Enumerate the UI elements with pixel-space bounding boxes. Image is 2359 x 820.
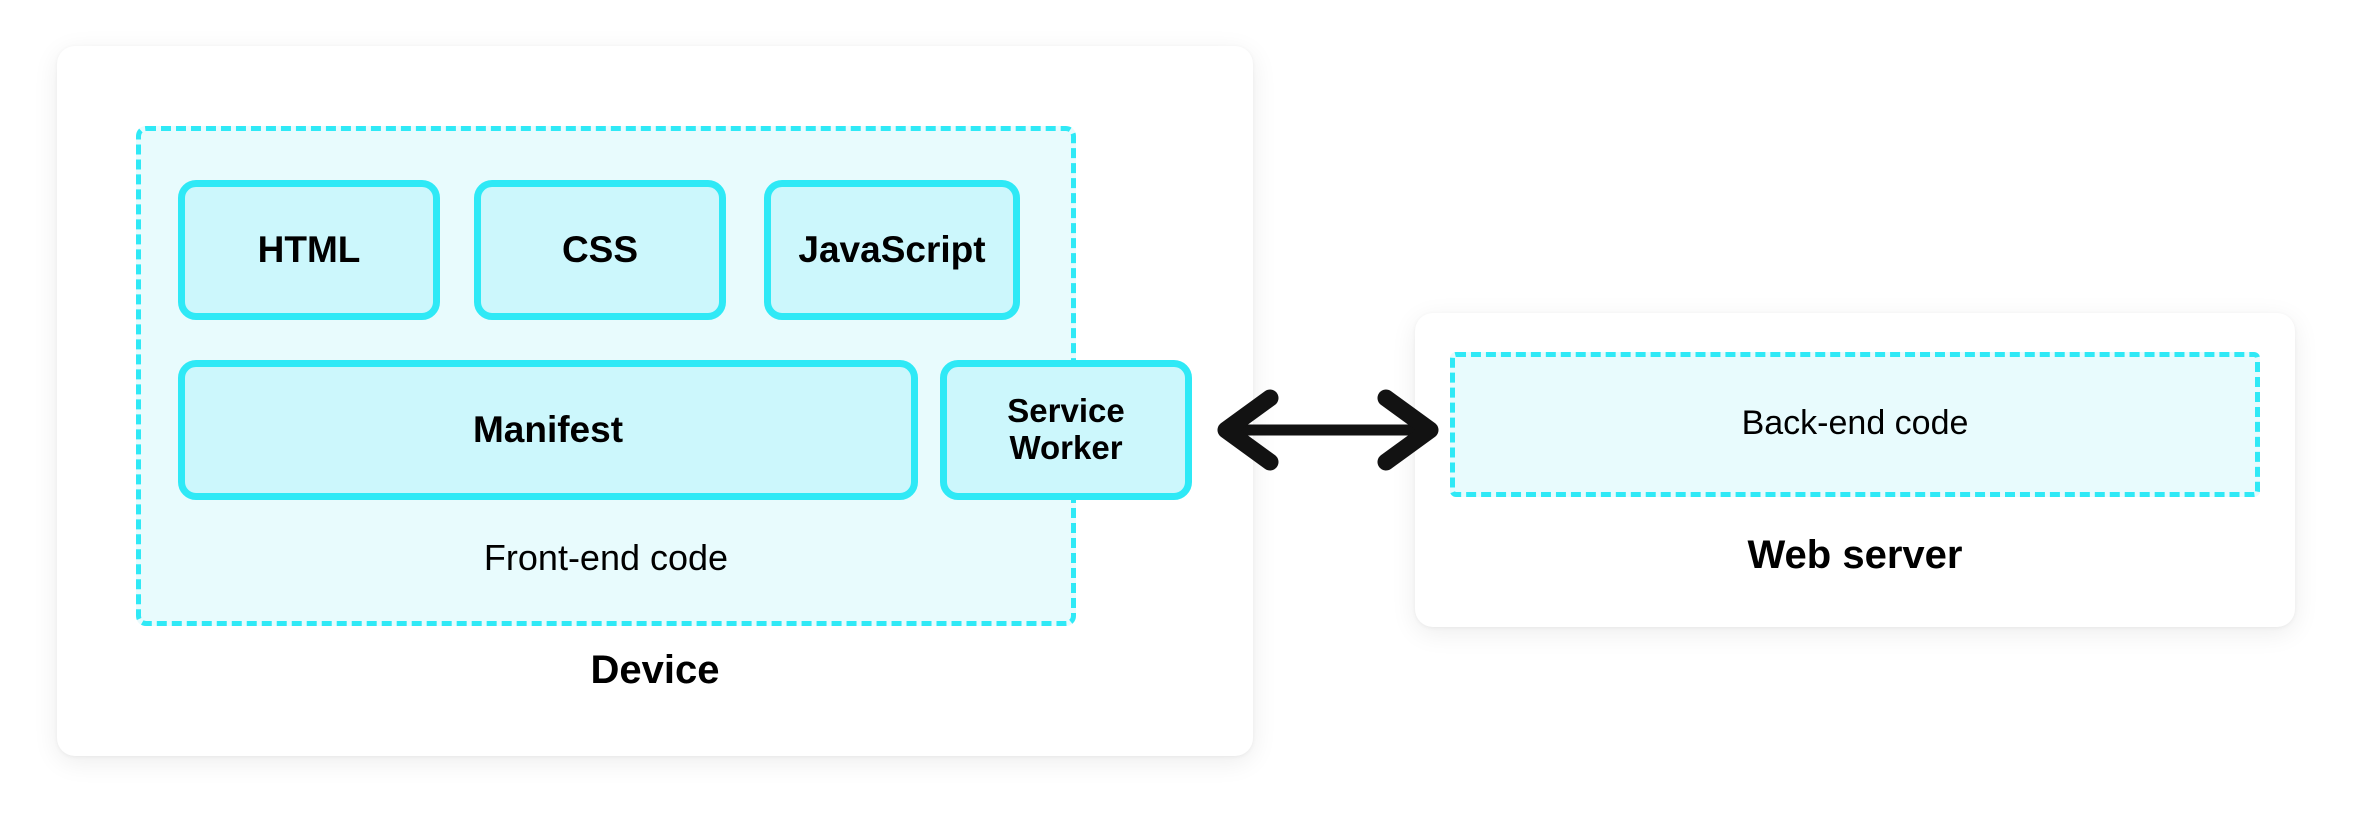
- back-end-code-region: [1450, 352, 2260, 497]
- front-end-code-label: Front-end code: [483, 537, 729, 578]
- back-end-code-label: Back-end code: [1741, 404, 1969, 442]
- device-label: Device: [590, 648, 720, 692]
- bidirectional-arrow-icon: [1217, 389, 1439, 471]
- web-server-label: Web server: [1747, 533, 1963, 577]
- block-javascript[interactable]: JavaScript: [764, 180, 1020, 320]
- block-html[interactable]: HTML: [178, 180, 440, 320]
- block-service-worker[interactable]: Service Worker: [940, 360, 1192, 500]
- block-css[interactable]: CSS: [474, 180, 726, 320]
- block-manifest[interactable]: Manifest: [178, 360, 918, 500]
